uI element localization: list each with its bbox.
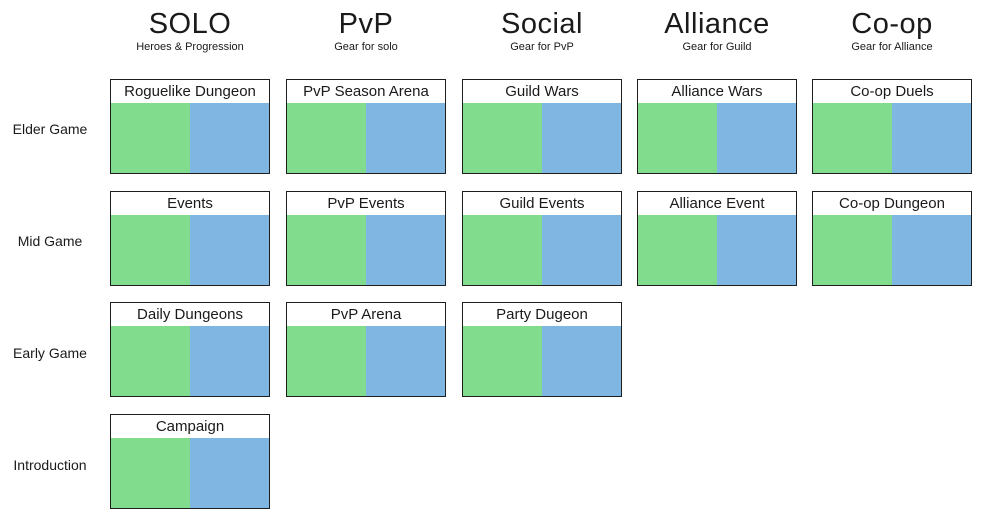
row-label-introduction: Introduction (13, 457, 87, 473)
card-body (287, 103, 445, 173)
green-block (111, 103, 190, 173)
card-title: Co-op Duels (813, 80, 971, 103)
card-title: Events (111, 192, 269, 215)
card-events: Events (110, 191, 270, 286)
card-pvp-arena: PvP Arena (286, 302, 446, 397)
green-block (813, 215, 892, 285)
card-coop-dungeon: Co-op Dungeon (812, 191, 972, 286)
column-header-solo: SOLO Heroes & Progression (110, 8, 270, 60)
green-block (111, 326, 190, 396)
column-header-coop: Co-op Gear for Alliance (812, 8, 972, 60)
card-roguelike-dungeon: Roguelike Dungeon (110, 79, 270, 174)
column-subtitle: Heroes & Progression (136, 41, 244, 53)
card-title: Guild Wars (463, 80, 621, 103)
blue-block (366, 103, 445, 173)
card-title: Roguelike Dungeon (111, 80, 269, 103)
card-title: Alliance Wars (638, 80, 796, 103)
card-title: Daily Dungeons (111, 303, 269, 326)
column-subtitle: Gear for Alliance (851, 41, 933, 53)
card-title: Guild Events (463, 192, 621, 215)
green-block (813, 103, 892, 173)
card-party-dugeon: Party Dugeon (462, 302, 622, 397)
column-title: Co-op (851, 8, 933, 40)
card-title: Campaign (111, 415, 269, 438)
green-block (287, 326, 366, 396)
green-block (287, 215, 366, 285)
card-body (813, 103, 971, 173)
green-block (111, 438, 190, 508)
card-coop-duels: Co-op Duels (812, 79, 972, 174)
card-body (813, 215, 971, 285)
card-body (287, 326, 445, 396)
card-title: PvP Events (287, 192, 445, 215)
row-label-elder-game: Elder Game (12, 121, 88, 137)
blue-block (542, 326, 621, 396)
card-campaign: Campaign (110, 414, 270, 509)
column-header-social: Social Gear for PvP (462, 8, 622, 60)
card-title: PvP Arena (287, 303, 445, 326)
green-block (638, 103, 717, 173)
blue-block (190, 438, 269, 508)
card-body (111, 103, 269, 173)
card-title: Co-op Dungeon (813, 192, 971, 215)
card-title: PvP Season Arena (287, 80, 445, 103)
column-header-pvp: PvP Gear for solo (286, 8, 446, 60)
card-body (638, 103, 796, 173)
card-body (111, 438, 269, 508)
blue-block (190, 215, 269, 285)
green-block (463, 103, 542, 173)
blue-block (892, 103, 971, 173)
column-title: PvP (338, 8, 394, 40)
blue-block (190, 103, 269, 173)
card-title: Party Dugeon (463, 303, 621, 326)
card-body (463, 103, 621, 173)
card-body (111, 215, 269, 285)
blue-block (366, 326, 445, 396)
green-block (463, 215, 542, 285)
column-title: SOLO (148, 8, 232, 40)
card-body (111, 326, 269, 396)
column-subtitle: Gear for PvP (510, 41, 574, 53)
column-title: Alliance (664, 8, 770, 40)
green-block (287, 103, 366, 173)
card-daily-dungeons: Daily Dungeons (110, 302, 270, 397)
card-pvp-events: PvP Events (286, 191, 446, 286)
green-block (638, 215, 717, 285)
card-body (463, 326, 621, 396)
blue-block (542, 103, 621, 173)
blue-block (190, 326, 269, 396)
card-pvp-season-arena: PvP Season Arena (286, 79, 446, 174)
card-guild-events: Guild Events (462, 191, 622, 286)
row-label-early-game: Early Game (13, 345, 87, 361)
blue-block (892, 215, 971, 285)
card-alliance-event: Alliance Event (637, 191, 797, 286)
card-body (638, 215, 796, 285)
card-alliance-wars: Alliance Wars (637, 79, 797, 174)
column-subtitle: Gear for solo (334, 41, 398, 53)
column-subtitle: Gear for Guild (682, 41, 752, 53)
blue-block (542, 215, 621, 285)
green-block (111, 215, 190, 285)
column-title: Social (501, 8, 583, 40)
green-block (463, 326, 542, 396)
card-body (463, 215, 621, 285)
blue-block (717, 103, 796, 173)
card-body (287, 215, 445, 285)
blue-block (717, 215, 796, 285)
blue-block (366, 215, 445, 285)
column-header-alliance: Alliance Gear for Guild (637, 8, 797, 60)
row-label-mid-game: Mid Game (17, 233, 83, 249)
card-guild-wars: Guild Wars (462, 79, 622, 174)
card-title: Alliance Event (638, 192, 796, 215)
